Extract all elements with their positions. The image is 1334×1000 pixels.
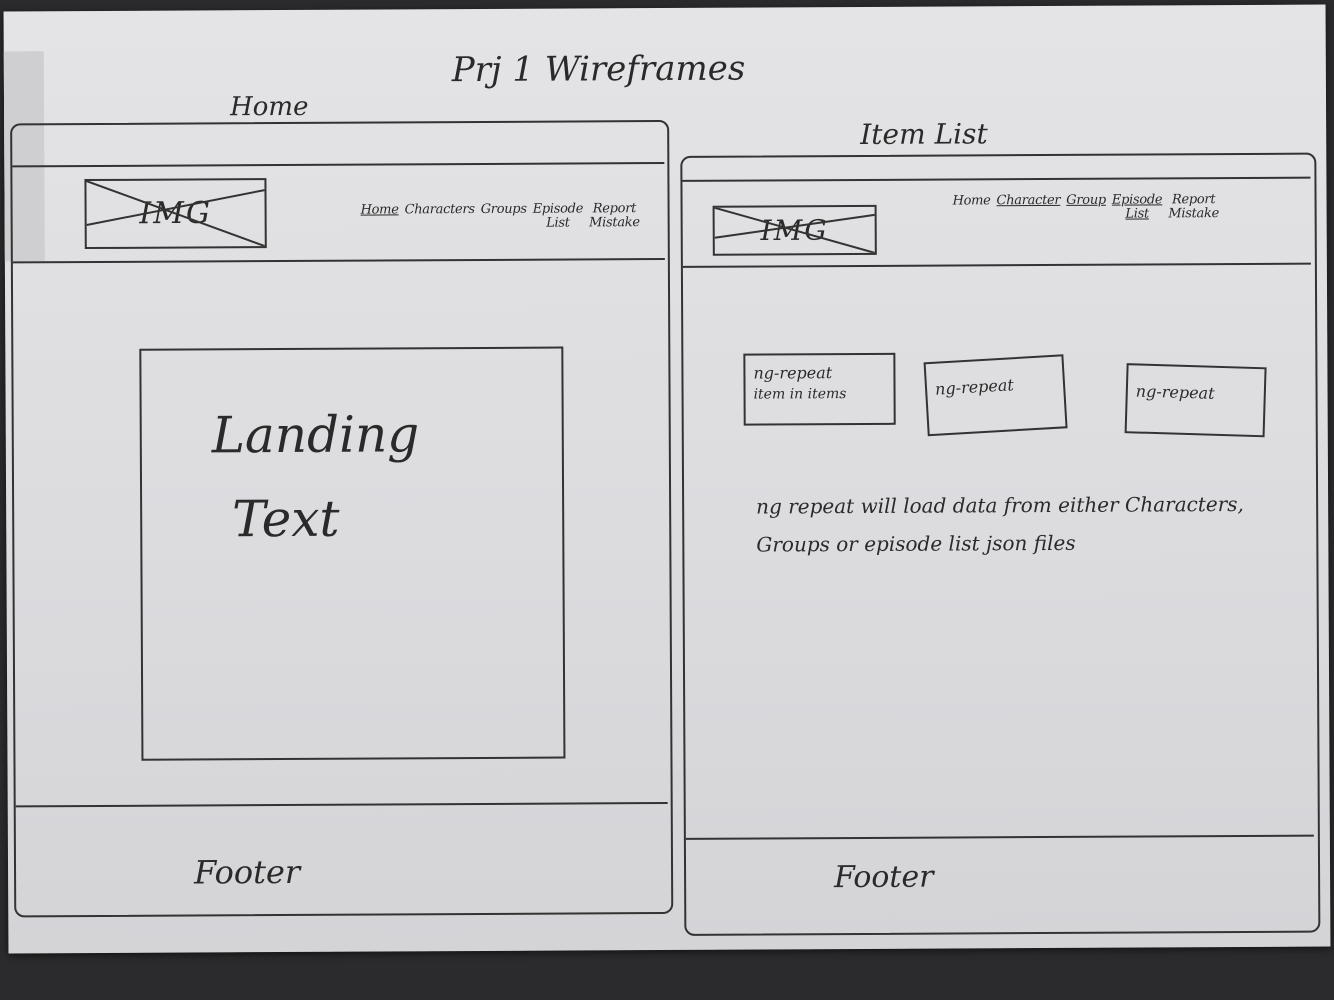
ng-repeat-box-3-line1: ng-repeat bbox=[1135, 381, 1215, 403]
home-nav-item-characters[interactable]: Characters bbox=[404, 202, 475, 218]
page-title: Prj 1 Wireframes bbox=[451, 48, 746, 91]
home-nav-item-groups[interactable]: Groups bbox=[480, 201, 527, 217]
item-list-nav-item-sublabel: Mistake bbox=[1168, 205, 1219, 222]
home-nav-item-home[interactable]: Home bbox=[360, 202, 399, 218]
ng-repeat-box-2-line1: ng-repeat bbox=[934, 375, 1015, 399]
paper-sheet: Prj 1 Wireframes Home IMG HomeCharacters… bbox=[3, 4, 1331, 954]
home-logo-placeholder: IMG bbox=[84, 178, 267, 250]
ng-repeat-box-3: ng-repeat bbox=[1124, 363, 1267, 438]
home-nav-item-label: Report bbox=[592, 201, 637, 217]
ng-repeat-box-1: ng-repeat item in items bbox=[743, 352, 896, 426]
item-list-nav-item-label: Report bbox=[1171, 192, 1216, 208]
home-nav-item-sublabel: Mistake bbox=[589, 214, 640, 231]
item-list-nav-item-sublabel: List bbox=[1125, 206, 1149, 222]
item-list-nav-item-home[interactable]: Home bbox=[952, 193, 991, 209]
ng-repeat-note: ng repeat will load data from either Cha… bbox=[756, 491, 1244, 557]
item-list-nav-item-character[interactable]: Character bbox=[996, 192, 1061, 209]
ng-repeat-box-1-line2: item in items bbox=[753, 386, 847, 403]
home-footer: Footer bbox=[193, 852, 301, 892]
item-list-label: Item List bbox=[860, 117, 988, 151]
landing-text-line-2: Text bbox=[232, 489, 340, 549]
home-label: Home bbox=[229, 91, 309, 123]
ng-repeat-box-2: ng-repeat bbox=[923, 354, 1068, 437]
item-list-nav-item-label: Character bbox=[996, 192, 1061, 209]
home-nav-item-label: Groups bbox=[480, 201, 527, 217]
item-list-nav-item-label: Group bbox=[1066, 192, 1106, 208]
ng-repeat-box-1-line1: ng-repeat bbox=[753, 363, 833, 383]
crossed-out-icon bbox=[714, 206, 875, 254]
home-nav-item-label: Home bbox=[360, 202, 399, 218]
item-list-logo-placeholder: IMG bbox=[712, 204, 877, 256]
item-list-nav-item-label: Home bbox=[952, 193, 991, 209]
item-list-footer: Footer bbox=[833, 859, 934, 896]
item-list-nav-item-label: Episode bbox=[1111, 192, 1163, 208]
item-list-nav-item-group[interactable]: Group bbox=[1066, 192, 1106, 208]
landing-text-line-1: Landing bbox=[211, 405, 420, 465]
home-nav-item-label: Episode bbox=[532, 201, 584, 217]
crossed-out-icon bbox=[86, 180, 265, 248]
home-nav-item-label: Characters bbox=[404, 202, 475, 218]
home-nav-item-sublabel: List bbox=[546, 215, 570, 231]
